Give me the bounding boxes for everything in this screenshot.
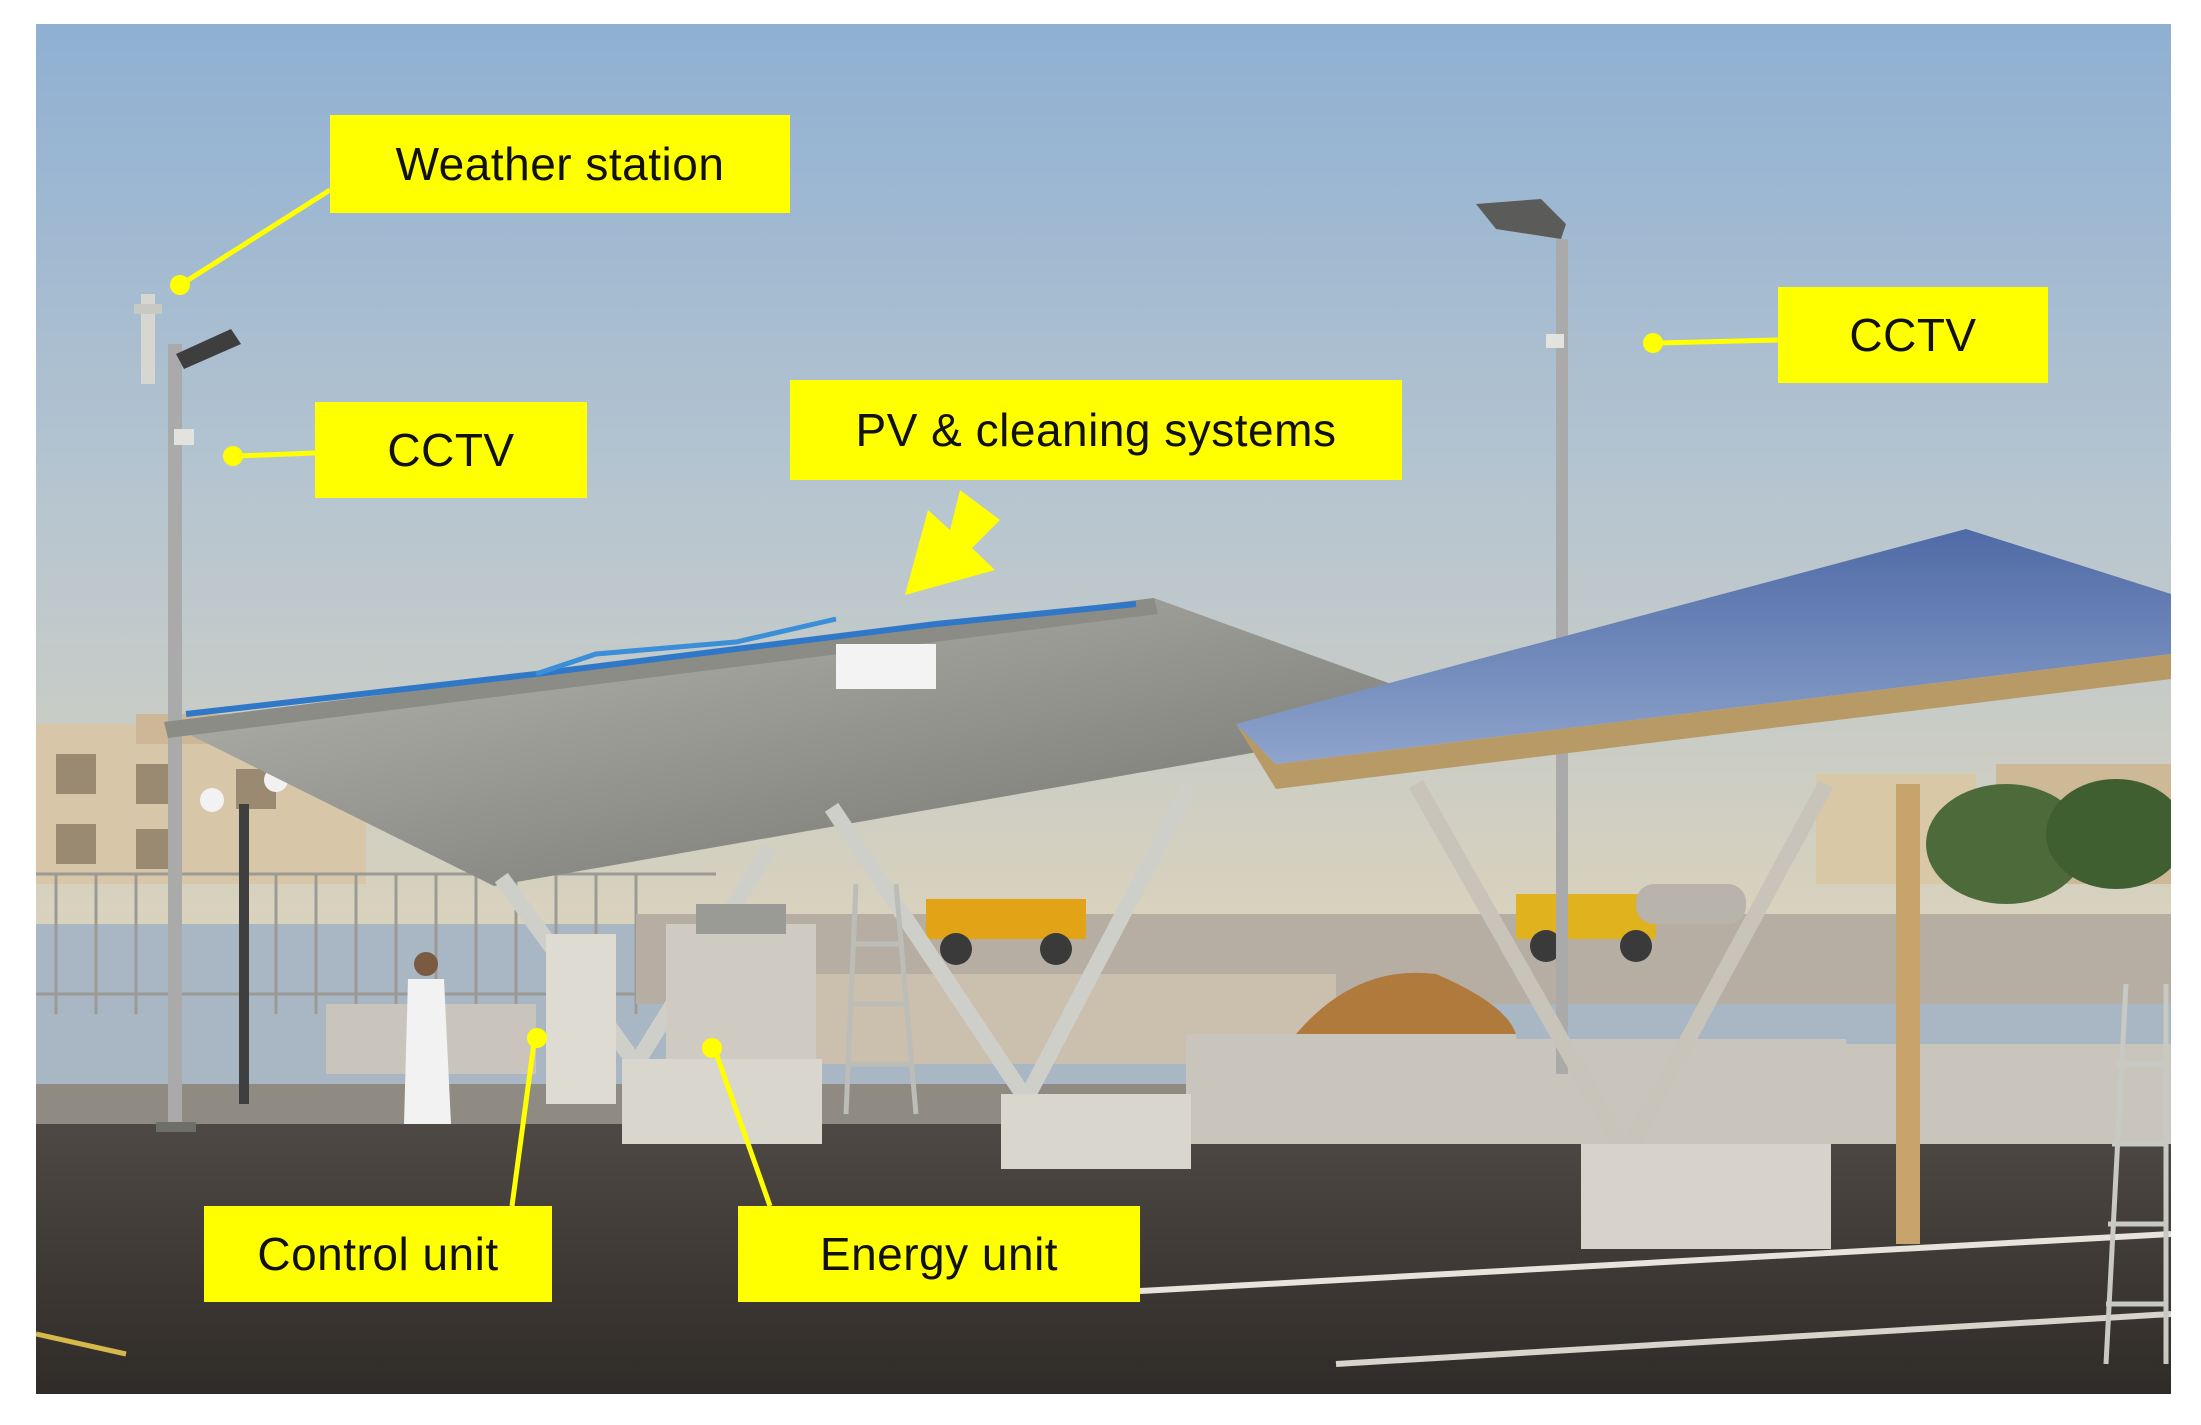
equipment-cabinets [546,904,816,1104]
garden-lamp [200,768,288,1104]
photo [36,24,2171,1394]
solar-carport-photo [36,24,2171,1394]
energy-unit-label: Energy unit [738,1206,1140,1302]
pv-cleaning-label: PV & cleaning systems [790,380,1402,480]
sand-pile [1296,972,1516,1034]
ladder [843,883,919,1115]
cctv-right-label: CCTV [1778,287,2048,383]
parking-line [1335,1311,2171,1367]
right-ladder [2103,983,2169,1365]
construction-vehicles [926,884,1746,965]
cctv-left-label: CCTV [315,402,587,498]
parking-line [1085,1231,2171,1297]
solar-canopy [1236,529,2171,1249]
control-unit-label: Control unit [204,1206,552,1302]
trees [1926,779,2171,904]
weather-station-label: Weather station [330,115,790,213]
person [404,952,451,1124]
parking-line [36,1331,127,1357]
